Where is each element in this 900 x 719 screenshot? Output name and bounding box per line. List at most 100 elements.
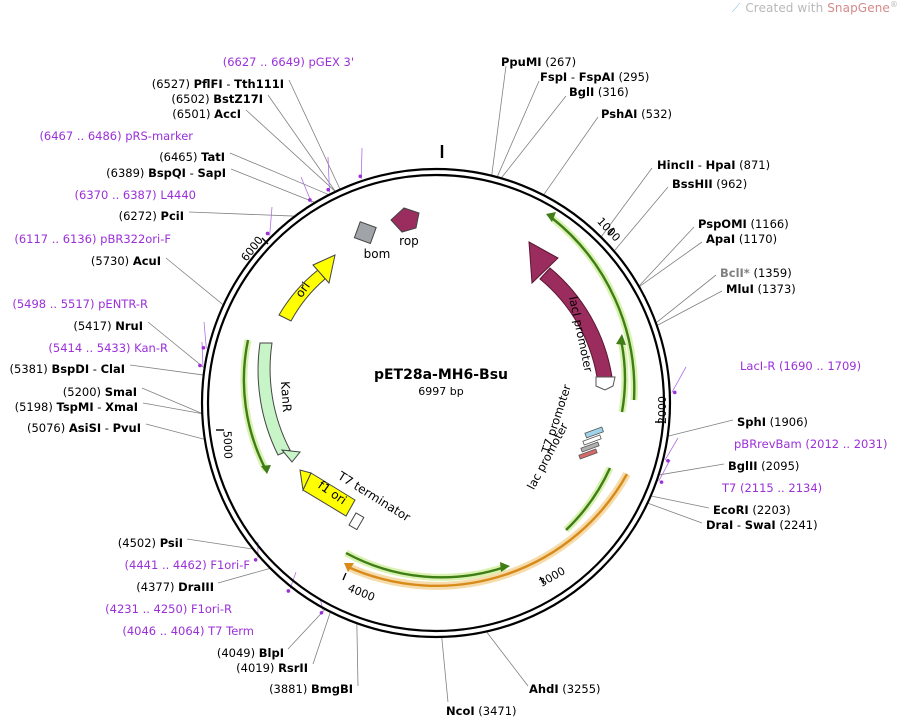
site-label[interactable]: HincII - HpaI (871) xyxy=(657,158,770,172)
site-label[interactable]: BglII (2095) xyxy=(728,459,799,473)
site-label[interactable]: (5381) BspDI - ClaI xyxy=(10,362,125,376)
site-leader-19 xyxy=(217,568,270,584)
primer-leader-10 xyxy=(327,156,330,193)
site-label[interactable]: (4019) RsrII xyxy=(236,661,308,675)
feature-ori[interactable]: ori xyxy=(278,254,336,322)
site-label[interactable]: (5730) AcuI xyxy=(91,254,161,268)
site-label[interactable]: (5076) AsiSI - PvuI xyxy=(27,421,141,435)
site-label[interactable]: SphI (1906) xyxy=(737,415,808,429)
tick-2000: 2000 xyxy=(656,396,669,424)
leader-lines xyxy=(129,65,734,703)
feature-lacI[interactable]: lacI xyxy=(528,241,613,378)
site-leader-18 xyxy=(287,609,325,650)
site-label[interactable]: (4502) PsiI xyxy=(118,536,183,550)
site-label[interactable]: NcoI (3471) xyxy=(446,704,517,718)
primer-label[interactable]: (4231 .. 4250) F1ori-R xyxy=(105,602,232,616)
tick-1000-mark xyxy=(607,227,615,236)
backbone xyxy=(200,145,672,639)
site-leader-0 xyxy=(491,65,507,175)
site-label[interactable]: AhdI (3255) xyxy=(529,682,601,696)
site-label[interactable]: (6389) BspQI - SapI xyxy=(106,166,226,180)
watermark-mark: ® xyxy=(889,0,898,9)
rop-label: rop xyxy=(399,234,419,248)
primer-mark xyxy=(672,390,677,395)
primer-mark xyxy=(319,610,324,615)
site-label[interactable]: FspI - FspAI (295) xyxy=(540,70,649,84)
site-leader-23 xyxy=(141,387,202,414)
site-label[interactable]: (5198) TspMI - XmaI xyxy=(15,400,138,414)
feature-rop[interactable]: rop xyxy=(390,207,420,248)
site-label[interactable]: PpuMI (267) xyxy=(501,55,576,69)
site-label[interactable]: DraI - SwaI (2241) xyxy=(706,518,818,532)
site-label[interactable]: (6272) PciI xyxy=(119,209,184,223)
primer-labels[interactable]: LacI-R (1690 .. 1709) pBRrevBam (2012 .. … xyxy=(12,55,887,638)
snapgene-logo-icon: ⟋ xyxy=(731,1,741,15)
site-leader-30 xyxy=(245,109,336,192)
site-leader-28 xyxy=(230,168,315,203)
primer-mark xyxy=(265,231,270,236)
primer-label[interactable]: (6467 .. 6486) pRS-marker xyxy=(39,129,193,143)
primer-label[interactable]: (6627 .. 6649) pGEX 3' xyxy=(223,55,354,69)
rbs-box xyxy=(580,441,600,453)
backbone-outer-ring xyxy=(200,167,672,639)
site-label[interactable]: (3881) BmgBI xyxy=(269,682,353,696)
primer-label[interactable]: T7 (2115 .. 2134) xyxy=(721,481,822,495)
site-label[interactable]: BssHII (962) xyxy=(672,177,747,191)
orf-lacI xyxy=(619,339,627,413)
orf-top-right-head xyxy=(546,212,556,222)
site-leader-1 xyxy=(497,80,540,177)
site-leader-2 xyxy=(501,95,567,178)
site-leader-11 xyxy=(659,463,725,476)
primer-marks xyxy=(198,174,677,615)
primer-label[interactable]: (6117 .. 6136) pBR322ori-F xyxy=(14,232,171,246)
orf-left xyxy=(242,339,268,471)
lacI-head xyxy=(528,241,559,285)
primer-label[interactable]: (5414 .. 5433) Kan-R xyxy=(48,341,168,355)
primer-label[interactable]: (4441 .. 4462) F1ori-F xyxy=(125,558,250,572)
primer-label[interactable]: (6370 .. 6387) L4440 xyxy=(75,188,196,202)
primer-mark xyxy=(659,480,664,484)
snapgene-watermark: ⟋ Created with SnapGene® xyxy=(732,0,898,16)
site-label[interactable]: PshAI (532) xyxy=(601,107,672,121)
site-label[interactable]: PspOMI (1166) xyxy=(698,217,789,231)
primer-label[interactable]: (4046 .. 4064) T7 Term xyxy=(122,624,254,638)
primer-label[interactable]: LacI-R (1690 .. 1709) xyxy=(740,359,861,373)
watermark-prefix: Created with xyxy=(745,1,828,15)
primer-label[interactable]: pBRrevBam (2012 .. 2031) xyxy=(734,437,887,451)
site-label[interactable]: BclI* (1359) xyxy=(720,266,792,280)
site-leader-25 xyxy=(147,321,204,368)
ori-head xyxy=(312,254,336,285)
site-label[interactable]: (5417) NruI xyxy=(73,319,143,333)
primer-mark xyxy=(326,187,331,192)
restriction-site-labels[interactable]: PpuMI (267)FspI - FspAI (295)BglI (316) P… xyxy=(10,55,818,718)
site-leader-4 xyxy=(601,167,653,237)
site-label[interactable]: EcoRI (2203) xyxy=(713,503,791,517)
watermark-product: SnapGene xyxy=(827,1,890,15)
site-label[interactable]: (4049) BlpI xyxy=(217,646,284,660)
orf-bottom xyxy=(345,551,506,579)
KanR-head xyxy=(280,449,301,463)
site-leader-6 xyxy=(639,226,695,286)
site-leader-29 xyxy=(229,152,329,195)
orf-mid-right xyxy=(565,467,612,531)
feature-KanR[interactable]: KanR xyxy=(257,342,301,463)
site-label[interactable]: ApaI (1170) xyxy=(706,232,777,246)
site-label[interactable]: (6465) TatI xyxy=(159,150,225,164)
site-label[interactable]: (6502) BstZ17I xyxy=(171,92,263,106)
site-leader-14 xyxy=(486,632,529,687)
feature-bom[interactable]: bom xyxy=(353,221,390,261)
site-leader-7 xyxy=(639,241,703,287)
site-label[interactable]: (4377) DraIII xyxy=(136,580,214,594)
primer-mark xyxy=(666,458,670,463)
tick-6000-mark xyxy=(261,237,269,245)
site-label[interactable]: MluI (1373) xyxy=(726,282,796,296)
feature-promoter-cluster[interactable]: T7 promoter lac promoter xyxy=(524,382,604,492)
site-label[interactable]: BglI (316) xyxy=(569,85,629,99)
site-leader-9 xyxy=(657,290,723,326)
site-label[interactable]: (5200) SmaI xyxy=(63,385,137,399)
orf-bottom-head xyxy=(500,562,510,572)
site-label[interactable]: (6527) PflFI - Tth111I xyxy=(152,77,284,91)
primer-label[interactable]: (5498 .. 5517) pENTR-R xyxy=(12,297,148,311)
site-label[interactable]: (6501) AccI xyxy=(172,107,241,121)
